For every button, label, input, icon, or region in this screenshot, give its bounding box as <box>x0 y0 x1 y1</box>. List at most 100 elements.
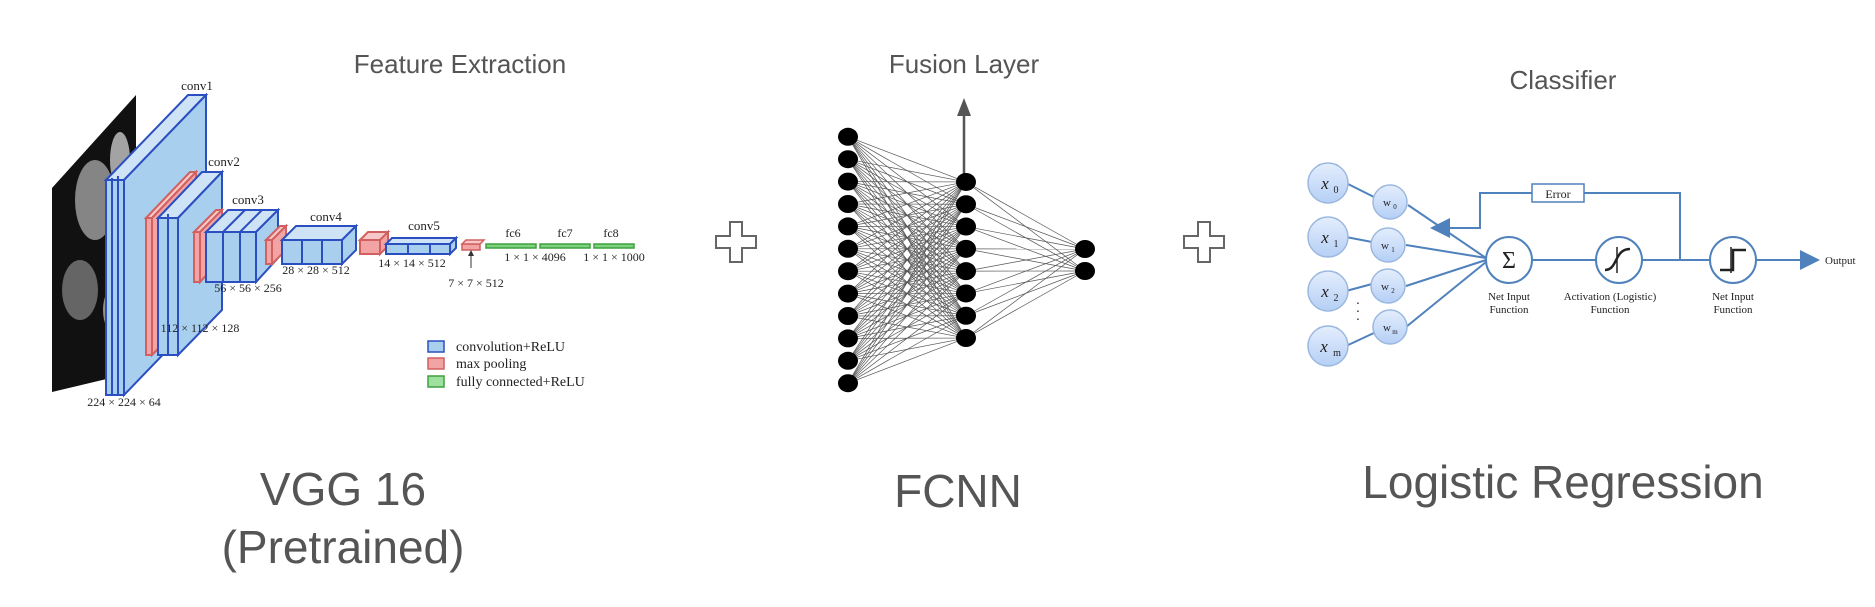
svg-text:·: · <box>1356 305 1361 320</box>
legend-conv-label: convolution+ReLU <box>456 340 565 355</box>
sum-node: Σ <box>1485 236 1533 284</box>
conv4-block <box>263 223 359 267</box>
fcnn-edge <box>847 158 967 183</box>
vgg-title-line2: (Pretrained) <box>222 521 465 573</box>
fcnn-edge <box>847 226 967 384</box>
weight-w0-label: w <box>1383 197 1391 209</box>
dim-56-label: 56 × 56 × 256 <box>214 281 282 295</box>
fcnn-edge <box>965 248 1086 272</box>
fcnn-edge <box>965 248 1086 317</box>
fcnn-node <box>838 195 858 213</box>
weight-w2-node: w 2 <box>1370 268 1406 304</box>
fcnn-node <box>838 239 858 258</box>
weight-w1-label: w <box>1381 240 1389 252</box>
dim-224-label: 224 × 224 × 64 <box>87 395 161 409</box>
fusion-arrow <box>957 98 971 178</box>
conv5-label: conv5 <box>408 218 440 233</box>
vgg-legend: convolution+ReLU max pooling fully conne… <box>427 340 585 390</box>
svg-text:·: · <box>1356 313 1361 328</box>
error-box: Error <box>1531 183 1585 203</box>
input-xm-sub: m <box>1333 348 1341 359</box>
fcnn-node <box>956 262 976 281</box>
fcnn-edges <box>847 136 1086 384</box>
fcnn-node <box>838 284 858 303</box>
fcnn-edge <box>847 181 967 205</box>
fc8-label: fc8 <box>603 226 618 240</box>
ellipsis-dots: · · · <box>1356 297 1361 328</box>
step-function-icon <box>1720 248 1746 272</box>
fcnn-nodes <box>838 127 1095 393</box>
dim-7-label: 7 × 7 × 512 <box>448 276 504 290</box>
fcnn-edge <box>847 181 967 361</box>
fcnn-node <box>956 239 976 258</box>
weight-w2-sub: 2 <box>1391 287 1395 295</box>
feature-extraction-header: Feature Extraction <box>354 49 566 79</box>
fcnn-edge <box>847 136 967 183</box>
output-label: Output <box>1825 255 1856 267</box>
input-xm-label: x <box>1319 337 1328 356</box>
fcnn-node <box>956 284 976 303</box>
conv1-label: conv1 <box>181 78 213 93</box>
fcnn-edge <box>847 315 967 384</box>
dim-112-label: 112 × 112 × 128 <box>161 321 240 335</box>
fcnn-node <box>956 217 976 236</box>
input-x0-label: x <box>1320 174 1329 193</box>
fcnn-node <box>956 172 976 191</box>
weight-w0-sub: 0 <box>1393 203 1397 211</box>
net-input-1-label-a: Net Input <box>1488 291 1530 303</box>
fcnn-node <box>956 195 976 214</box>
legend-fc-swatch <box>427 375 445 388</box>
fcnn-edge <box>847 181 967 317</box>
weight-w2-label: w <box>1381 281 1389 293</box>
legend-pool-label: max pooling <box>456 357 526 372</box>
weight-w1-sub: 1 <box>1391 246 1395 254</box>
fcnn-edge <box>965 248 1086 294</box>
fcnn-edge <box>847 204 967 384</box>
fcnn-edge <box>847 181 967 384</box>
conv2-label: conv2 <box>208 154 240 169</box>
input-x2-sub: 2 <box>1334 293 1339 304</box>
dim-14-label: 14 × 14 × 512 <box>378 256 446 270</box>
conv3-label: conv3 <box>232 192 264 207</box>
fcnn-edge <box>847 337 967 384</box>
input-x2-label: x <box>1320 282 1329 301</box>
fcnn-edge <box>965 203 1086 250</box>
dim-4096-label: 1 × 1 × 4096 <box>504 250 566 264</box>
input-x0-sub: 0 <box>1334 185 1339 196</box>
input-x1-label: x <box>1320 228 1329 247</box>
fcnn-edge <box>847 248 967 384</box>
sum-symbol: Σ <box>1502 248 1516 274</box>
input-x2-node: x 2 <box>1307 270 1349 312</box>
logreg-title: Logistic Regression <box>1362 456 1763 508</box>
input-x1-sub: 1 <box>1334 239 1339 250</box>
activation-label-b: Function <box>1590 304 1630 316</box>
threshold-node <box>1709 236 1757 284</box>
input-x1-node: x 1 <box>1307 216 1349 258</box>
fcnn-node <box>838 262 858 281</box>
fcnn-edge <box>965 226 1086 250</box>
net-input-2-label-b: Function <box>1713 304 1753 316</box>
net-input-1-label-b: Function <box>1489 304 1529 316</box>
fcnn-edge <box>965 248 1086 339</box>
fcnn-title: FCNN <box>894 465 1022 517</box>
input-x0-node: x 0 <box>1307 162 1349 204</box>
classifier-header: Classifier <box>1510 65 1617 95</box>
activation-node <box>1595 236 1643 284</box>
legend-fc-label: fully connected+ReLU <box>456 375 585 390</box>
fcnn-edge <box>847 181 967 250</box>
vgg-title-line1: VGG 16 <box>260 463 426 515</box>
fcnn-edge <box>847 270 967 384</box>
error-label: Error <box>1545 187 1570 201</box>
fcnn-node <box>1075 262 1095 280</box>
fc-layers <box>485 243 635 249</box>
conv5-block <box>357 229 459 257</box>
fcnn-node <box>956 329 976 348</box>
plus-icon <box>715 221 757 263</box>
fcnn-edge <box>847 181 967 227</box>
fcnn-node <box>956 306 976 325</box>
fcnn-edge <box>965 181 1086 250</box>
fcnn-node <box>838 374 858 393</box>
weight-wm-node: w m <box>1372 309 1408 345</box>
fcnn-node <box>838 351 858 370</box>
